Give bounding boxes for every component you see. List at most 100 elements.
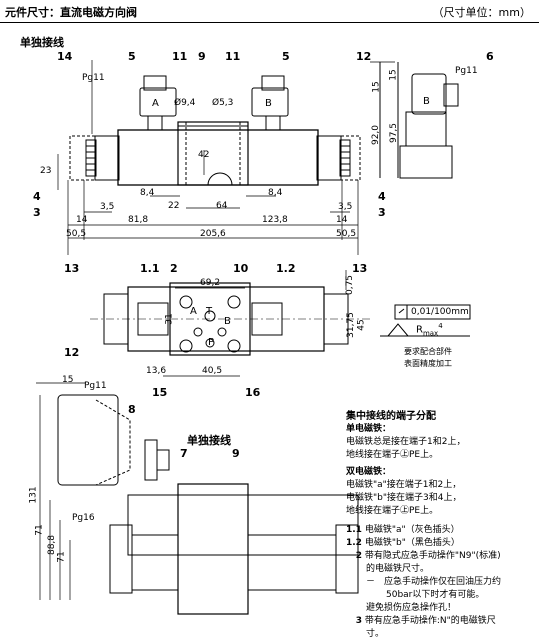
- callout-5: 5: [128, 50, 136, 63]
- dim-pg11-b: Pg11: [455, 66, 478, 76]
- dim-97-5: 97,5: [389, 122, 400, 144]
- notes-block: 集中接线的端子分配 单电磁铁： 电磁铁总是接在端子1和2上， 地线接在端子㊤PE…: [346, 410, 536, 641]
- letter-B-plan: B: [224, 316, 231, 327]
- callout-1-1: 1.1: [140, 262, 160, 275]
- callout-3: 3: [33, 206, 41, 219]
- rmax-symbol: Rmax4: [416, 322, 443, 338]
- surface-req-2: 表面精度加工: [404, 359, 452, 368]
- dim-0-75: 0,75: [345, 274, 356, 296]
- double-line-1: 电磁铁"a"接在端子1和2上，: [346, 480, 462, 490]
- dim-pg11-c: Pg11: [84, 381, 107, 391]
- section-single-wiring-2: 单独接线: [187, 434, 231, 447]
- callout-10: 10: [233, 262, 249, 275]
- dim-42: 42: [198, 150, 210, 160]
- dim-45: 45: [356, 319, 367, 331]
- dim-13-6: 13,6: [146, 366, 167, 376]
- dim-15-a: 15: [371, 81, 382, 93]
- bottom-view-valve: [36, 382, 359, 615]
- surface-req-1: 要求配合部件: [404, 347, 452, 356]
- item-2: 2 带有隐式应急手动操作"N9"(标准): [355, 551, 501, 561]
- double-line-3: 地线接在端子㊤PE上。: [346, 506, 439, 516]
- dim-d53: Ø5,3: [212, 98, 234, 108]
- callout-14: 14: [57, 50, 73, 63]
- dim-pg16: Pg16: [72, 513, 95, 523]
- double-title: 双电磁铁：: [346, 467, 392, 477]
- callout-13b: 13: [352, 262, 368, 275]
- callout-2: 2: [170, 262, 178, 275]
- dim-15-c: 15: [62, 375, 74, 385]
- item-1-2: 1.2 电磁铁"b"（黑色插头）: [346, 538, 460, 548]
- item-2-b: 的电磁铁尺寸。: [366, 564, 430, 574]
- callout-8: 8: [128, 403, 136, 416]
- dim-92-0: 92,0: [371, 124, 382, 146]
- dim-205-6: 205,6: [200, 229, 226, 239]
- single-line-1: 电磁铁总是接在端子1和2上，: [346, 437, 466, 447]
- letter-B-side: B: [423, 96, 430, 107]
- item-3-b: 寸。: [366, 629, 385, 639]
- dim-131: 131: [28, 486, 39, 504]
- callout-4b: 4: [378, 190, 386, 203]
- callout-4: 4: [33, 190, 41, 203]
- dim-15-b: 15: [388, 69, 399, 81]
- unit-note: （尺寸单位：mm）: [432, 6, 531, 19]
- letter-B: B: [265, 98, 272, 109]
- callout-15: 15: [152, 386, 168, 399]
- dim-pg11-a: Pg11: [82, 73, 105, 83]
- callout-9b: 9: [232, 447, 240, 460]
- dim-22: 22: [168, 201, 180, 211]
- dim-23: 23: [40, 166, 52, 176]
- callout-7: 7: [180, 447, 188, 460]
- callout-9: 9: [198, 50, 206, 63]
- dim-31-75: 31,75: [345, 312, 356, 338]
- dim-8-4-b: 8,4: [268, 188, 283, 198]
- letter-A-plan: A: [190, 306, 197, 317]
- page-header: 元件尺寸：直流电磁方向阀 （尺寸单位：mm）: [0, 0, 539, 23]
- single-line-2: 地线接在端子㊤PE上。: [346, 450, 439, 460]
- item-2-d: 50bar以下时才有可能。: [386, 590, 485, 600]
- section-single-wiring: 单独接线: [20, 36, 64, 49]
- page-title: 元件尺寸：直流电磁方向阀: [5, 6, 137, 19]
- dim-71-b: 71: [56, 551, 67, 563]
- front-dimension-lines: [57, 60, 395, 255]
- item-2-c: － 应急手动操作仅在回油压力约: [366, 577, 502, 587]
- dim-81-8: 81,8: [128, 215, 149, 225]
- dim-14-a: 14: [76, 215, 88, 225]
- item-2-e: 避免损伤应急操作孔！: [366, 603, 457, 613]
- callout-6: 6: [486, 50, 494, 63]
- notes-title: 集中接线的端子分配: [346, 411, 436, 422]
- callout-3b: 3: [378, 206, 386, 219]
- dim-64: 64: [216, 201, 228, 211]
- flatness-spec: 0,01/100mm: [411, 307, 469, 317]
- dim-3-5-a: 3,5: [100, 202, 115, 212]
- dim-123-8: 123,8: [262, 215, 288, 225]
- letter-T: T: [206, 306, 213, 317]
- double-line-2: 电磁铁"b"接在端子3和4上，: [346, 493, 462, 503]
- dim-d94: Ø9,4: [174, 98, 196, 108]
- dim-31: 31: [164, 313, 175, 325]
- callout-13: 13: [64, 262, 80, 275]
- front-view-valve: [69, 75, 361, 186]
- dim-71-a: 71: [34, 524, 45, 536]
- dim-3-5-b: 3,5: [338, 202, 353, 212]
- callout-16: 16: [245, 386, 261, 399]
- callout-11b: 11: [225, 50, 241, 63]
- single-title: 单电磁铁：: [346, 424, 392, 434]
- dim-69-2: 69,2: [200, 278, 221, 288]
- plan-view-valve: [90, 270, 370, 377]
- callout-11: 11: [172, 50, 188, 63]
- callout-5b: 5: [282, 50, 290, 63]
- dim-50-5-b: 50,5: [336, 229, 357, 239]
- dim-88-8: 88,8: [47, 534, 58, 556]
- callout-1-2: 1.2: [276, 262, 296, 275]
- letter-P: P: [208, 337, 215, 348]
- callout-12b: 12: [64, 346, 80, 359]
- letter-A: A: [152, 98, 159, 109]
- side-view-plug: [379, 62, 459, 179]
- surface-spec: [380, 304, 471, 337]
- dim-14-b: 14: [336, 215, 348, 225]
- dim-50-5-a: 50,5: [66, 229, 87, 239]
- item-3: 3 带有应急手动操作:N"的电磁铁尺: [355, 616, 496, 626]
- callout-12: 12: [356, 50, 372, 63]
- item-1-1: 1.1 电磁铁"a"（灰色插头）: [346, 525, 460, 535]
